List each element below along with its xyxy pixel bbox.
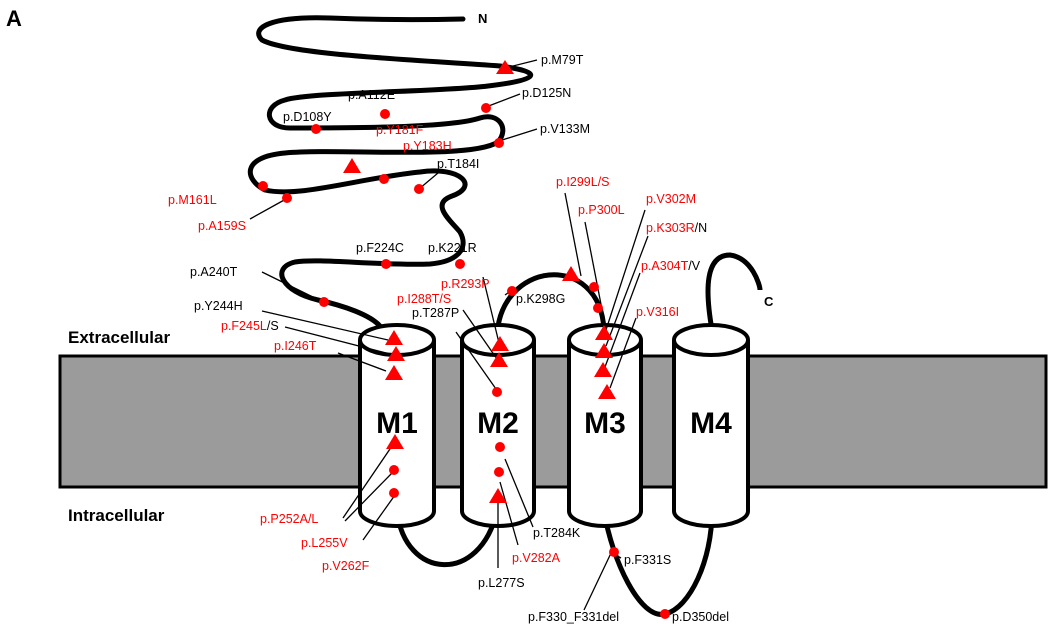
marker-triangle xyxy=(490,352,508,367)
label-a240t: p.A240T xyxy=(190,265,238,279)
n-terminus-label: N xyxy=(478,11,487,26)
c-terminal-tail xyxy=(705,252,763,331)
marker-dot xyxy=(389,488,399,498)
marker-triangle xyxy=(595,325,613,340)
label-i288t: p.I288T/S xyxy=(397,292,451,306)
label-p252a: p.P252A/L xyxy=(260,512,318,526)
label-l277s: p.L277S xyxy=(478,576,525,590)
helix-m1-label: M1 xyxy=(376,407,418,440)
label-m79t: p.M79T xyxy=(541,53,584,67)
label-y183h: p.Y183H xyxy=(403,139,452,153)
marker-triangle xyxy=(386,434,404,449)
marker-dot xyxy=(258,181,268,191)
helix-m1: M1 xyxy=(358,323,436,528)
marker-dot xyxy=(589,282,599,292)
label-f224c: p.F224C xyxy=(356,241,404,255)
marker-dot xyxy=(507,286,517,296)
label-v262f: p.V262F xyxy=(322,559,370,573)
label-k303n: /N xyxy=(695,221,708,235)
label-k298g: p.K298G xyxy=(516,292,565,306)
marker-dot xyxy=(492,387,502,397)
label-i246t: p.I246T xyxy=(274,339,317,353)
marker-triangle xyxy=(595,343,613,358)
marker-triangle xyxy=(385,330,403,345)
marker-dot xyxy=(494,138,504,148)
helix-m4-label: M4 xyxy=(690,407,732,440)
mutation-markers xyxy=(258,60,670,619)
label-v302m: p.V302M xyxy=(646,192,696,206)
marker-triangle xyxy=(562,266,580,281)
label-v316i: p.V316I xyxy=(636,305,679,319)
label-d108y: p.D108Y xyxy=(283,110,332,124)
intracellular-label: Intracellular xyxy=(68,506,165,525)
label-v133m: p.V133M xyxy=(540,122,590,136)
leader-lines xyxy=(249,59,649,611)
label-d350del: p.D350del xyxy=(672,610,729,624)
marker-dot xyxy=(319,297,329,307)
label-k303: p.K303R/N xyxy=(646,221,707,235)
label-d125n: p.D125N xyxy=(522,86,571,100)
marker-dot xyxy=(593,303,603,313)
m1-m2-intracellular-loop xyxy=(394,510,500,568)
marker-dot xyxy=(311,124,321,134)
marker-dot xyxy=(481,103,491,113)
label-v282a: p.V282A xyxy=(512,551,561,565)
marker-dot xyxy=(389,465,399,475)
label-y181f: p.Y181F xyxy=(376,123,424,137)
marker-dot xyxy=(495,442,505,452)
label-a304v: /V xyxy=(688,259,700,273)
label-f245l: p.F245L xyxy=(221,319,267,333)
marker-triangle xyxy=(598,384,616,399)
label-a304t: p.A304T xyxy=(641,259,689,273)
label-a112e: p.A112E xyxy=(348,88,395,102)
marker-triangle xyxy=(387,346,405,361)
label-t184i: p.T184I xyxy=(437,157,479,171)
helix-m4: M4 xyxy=(672,323,750,528)
label-a159s: p.A159S xyxy=(198,219,246,233)
marker-dot xyxy=(414,184,424,194)
label-p300l: p.P300L xyxy=(578,203,625,217)
label-l255v: p.L255V xyxy=(301,536,348,550)
panel-label: A xyxy=(6,6,22,31)
label-f245s: /S xyxy=(267,319,279,333)
label-y244h: p.Y244H xyxy=(194,299,243,313)
marker-dot xyxy=(660,609,670,619)
helix-m2-label: M2 xyxy=(477,407,519,440)
helix-m3-label: M3 xyxy=(584,407,626,440)
mutation-labels: p.M79T p.D125N p.A112E p.D108Y p.V133M p… xyxy=(168,53,729,624)
marker-dot xyxy=(494,467,504,477)
label-i299l: p.I299L/S xyxy=(556,175,610,189)
marker-dot xyxy=(282,193,292,203)
label-m161l: p.M161L xyxy=(168,193,217,207)
marker-dot xyxy=(380,109,390,119)
extracellular-label: Extracellular xyxy=(68,328,170,347)
marker-dot xyxy=(381,259,391,269)
label-f331s: p.F331S xyxy=(624,553,671,567)
marker-triangle xyxy=(491,336,509,351)
label-f330-f331del: p.F330_F331del xyxy=(528,610,619,624)
marker-triangle xyxy=(489,488,507,503)
marker-triangle xyxy=(594,362,612,377)
label-t287p: p.T287P xyxy=(412,306,459,320)
c-terminus-label: C xyxy=(764,294,774,309)
marker-dot xyxy=(379,174,389,184)
marker-dot xyxy=(609,547,619,557)
marker-triangle xyxy=(385,365,403,380)
marker-triangle xyxy=(496,60,514,74)
label-f245: p.F245L/S xyxy=(221,319,279,333)
label-t284k: p.T284K xyxy=(533,526,581,540)
label-k221r: p.K221R xyxy=(428,241,477,255)
label-a304: p.A304T/V xyxy=(641,259,701,273)
marker-dot xyxy=(455,259,465,269)
label-k303r: p.K303R xyxy=(646,221,695,235)
membrane xyxy=(58,354,1048,489)
label-r293p: p.R293P xyxy=(441,277,490,291)
marker-triangle xyxy=(343,158,361,173)
